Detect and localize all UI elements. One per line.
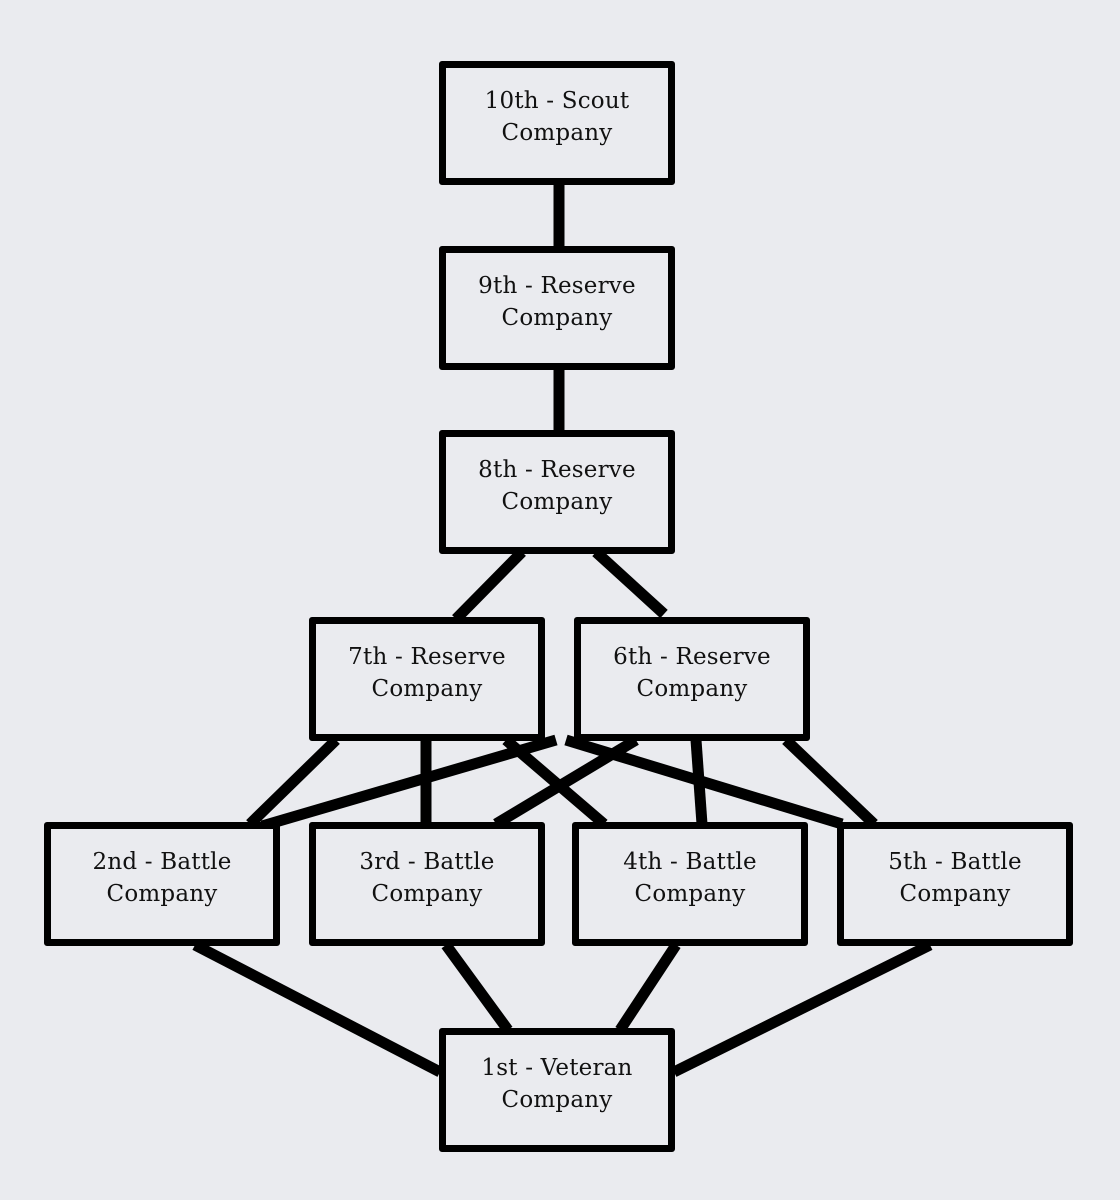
node-6th-reserve-company: 6th - Reserve Company bbox=[574, 617, 810, 741]
connector-c6-to-c5 bbox=[782, 736, 878, 828]
node-label-line1: 6th - Reserve bbox=[613, 644, 771, 670]
node-label-line1: 5th - Battle bbox=[888, 849, 1022, 875]
connector-c4-to-c1 bbox=[615, 941, 681, 1034]
node-label-line2: Company bbox=[636, 676, 748, 702]
node-9th-reserve-company: 9th - Reserve Company bbox=[439, 246, 675, 370]
node-label-line1: 8th - Reserve bbox=[478, 457, 636, 483]
node-label-line2: Company bbox=[899, 881, 1011, 907]
node-label-line2: Company bbox=[501, 489, 613, 515]
connector-c8-to-c6 bbox=[592, 547, 668, 619]
node-label-line2: Company bbox=[371, 881, 483, 907]
node-label-line1: 10th - Scout bbox=[484, 88, 630, 114]
node-label-line2: Company bbox=[501, 120, 613, 146]
node-label-line2: Company bbox=[106, 881, 218, 907]
node-8th-reserve-company: 8th - Reserve Company bbox=[439, 430, 675, 554]
connector-c3-to-c1 bbox=[441, 941, 513, 1034]
node-label-line2: Company bbox=[501, 305, 613, 331]
node-7th-reserve-company: 7th - Reserve Company bbox=[309, 617, 545, 741]
node-label-line1: 4th - Battle bbox=[623, 849, 757, 875]
node-1st-veteran-company: 1st - Veteran Company bbox=[439, 1028, 675, 1152]
connector-c2-to-c1 bbox=[192, 940, 443, 1077]
node-label-line1: 9th - Reserve bbox=[478, 273, 636, 299]
node-label-line1: 7th - Reserve bbox=[348, 644, 506, 670]
node-3rd-battle-company: 3rd - Battle Company bbox=[309, 822, 545, 946]
connector-c6-to-c4 bbox=[690, 739, 708, 825]
node-label-line2: Company bbox=[634, 881, 746, 907]
node-label-line1: 2nd - Battle bbox=[92, 849, 232, 875]
node-10th-scout-company: 10th - Scout Company bbox=[439, 61, 675, 185]
connector-c5-to-c1 bbox=[671, 940, 933, 1077]
node-2nd-battle-company: 2nd - Battle Company bbox=[44, 822, 280, 946]
node-label-line1: 3rd - Battle bbox=[359, 849, 495, 875]
node-label-line2: Company bbox=[371, 676, 483, 702]
connector-c7-to-c2 bbox=[246, 736, 340, 828]
connector-c8-to-c7 bbox=[452, 548, 526, 623]
node-label-line2: Company bbox=[501, 1087, 613, 1113]
connector-c6-to-c2 bbox=[260, 734, 558, 832]
node-label-line1: 1st - Veteran bbox=[481, 1055, 633, 1081]
node-4th-battle-company: 4th - Battle Company bbox=[572, 822, 808, 946]
connector-c6-to-c3 bbox=[493, 735, 639, 829]
node-5th-battle-company: 5th - Battle Company bbox=[837, 822, 1073, 946]
